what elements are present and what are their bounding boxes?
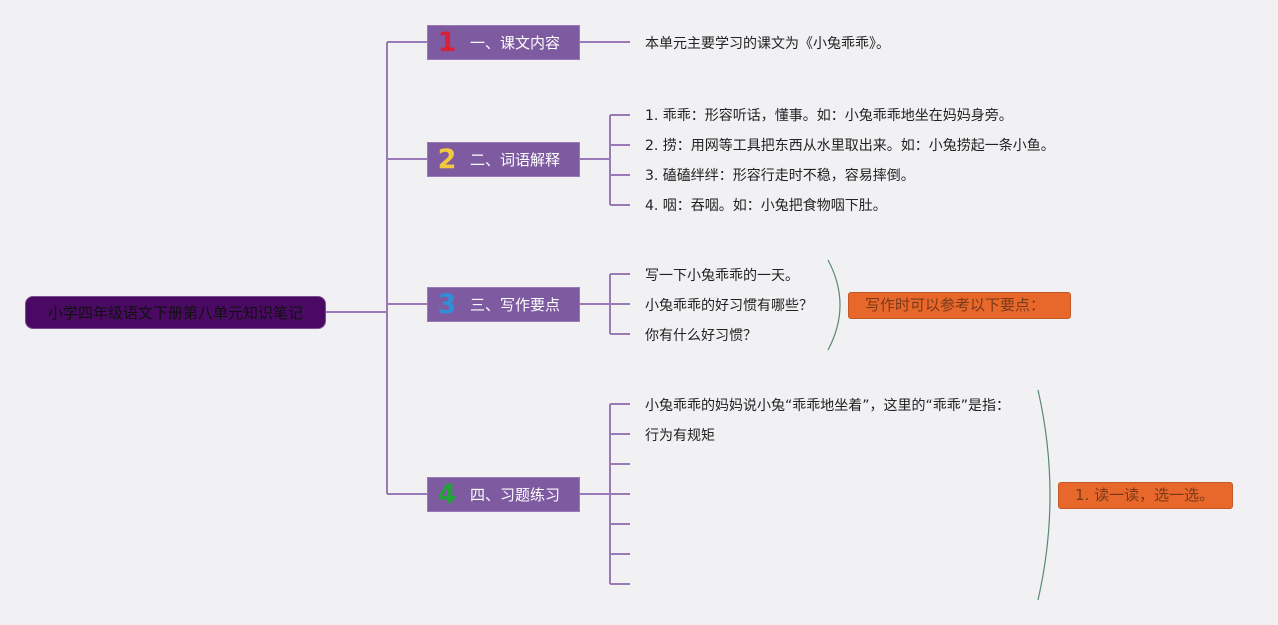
number-three-icon: 3 — [437, 289, 457, 320]
branch-label: 三、写作要点 — [470, 296, 561, 314]
summary-callout-exercise[interactable]: 1. 读一读，选一选。 — [1058, 482, 1233, 509]
leaf-writing-3[interactable]: 你有什么好习惯？ — [645, 328, 757, 344]
leaf-exercise-1[interactable]: 小兔乖乖的妈妈说小兔“乖乖地坐着”，这里的“乖乖”是指： — [645, 398, 1011, 414]
leaf-word-4[interactable]: 4. 咽：吞咽。如：小兔把食物咽下肚。 — [645, 198, 887, 214]
leaf-writing-1[interactable]: 写一下小兔乖乖的一天。 — [645, 268, 799, 284]
leaf-word-3[interactable]: 3. 磕磕绊绊：形容行走时不稳，容易摔倒。 — [645, 168, 915, 184]
leaf-exercise-2[interactable]: 行为有规矩 — [645, 428, 715, 444]
branch-label: 四、习题练习 — [470, 486, 561, 504]
leaf-word-2[interactable]: 2. 捞：用网等工具把东西从水里取出来。如：小兔捞起一条小鱼。 — [645, 138, 1055, 154]
branch-label: 一、课文内容 — [470, 34, 561, 52]
leaf-connector-2 — [580, 114, 630, 206]
number-two-icon: 2 — [437, 144, 457, 175]
branch-node-exercise[interactable]: 4 四、习题练习 — [427, 477, 580, 512]
leaf-writing-2[interactable]: 小兔乖乖的好习惯有哪些？ — [645, 298, 813, 314]
number-four-icon: 4 — [437, 479, 457, 510]
branch-node-writing[interactable]: 3 三、写作要点 — [427, 287, 580, 322]
leaf-connector-4 — [580, 403, 630, 585]
leaf-connector-3 — [580, 273, 630, 335]
branch-label: 二、词语解释 — [470, 151, 561, 169]
summary-callout-writing[interactable]: 写作时可以参考以下要点： — [848, 292, 1071, 319]
callout-label: 1. 读一读，选一选。 — [1075, 486, 1215, 504]
root-node[interactable]: 小学四年级语文下册第八单元知识笔记 — [25, 296, 326, 329]
branch-node-content[interactable]: 1 一、课文内容 — [427, 25, 580, 60]
number-one-icon: 1 — [437, 27, 457, 58]
branch-node-words[interactable]: 2 二、词语解释 — [427, 142, 580, 177]
callout-label: 写作时可以参考以下要点： — [865, 296, 1046, 314]
summary-bracket-writing — [827, 259, 841, 351]
leaf-content-1[interactable]: 本单元主要学习的课文为《小兔乖乖》。 — [645, 36, 890, 52]
leaf-word-1[interactable]: 1. 乖乖：形容听话，懂事。如：小兔乖乖地坐在妈妈身旁。 — [645, 108, 1013, 124]
root-title: 小学四年级语文下册第八单元知识笔记 — [47, 304, 303, 322]
summary-bracket-exercise — [1037, 389, 1051, 601]
